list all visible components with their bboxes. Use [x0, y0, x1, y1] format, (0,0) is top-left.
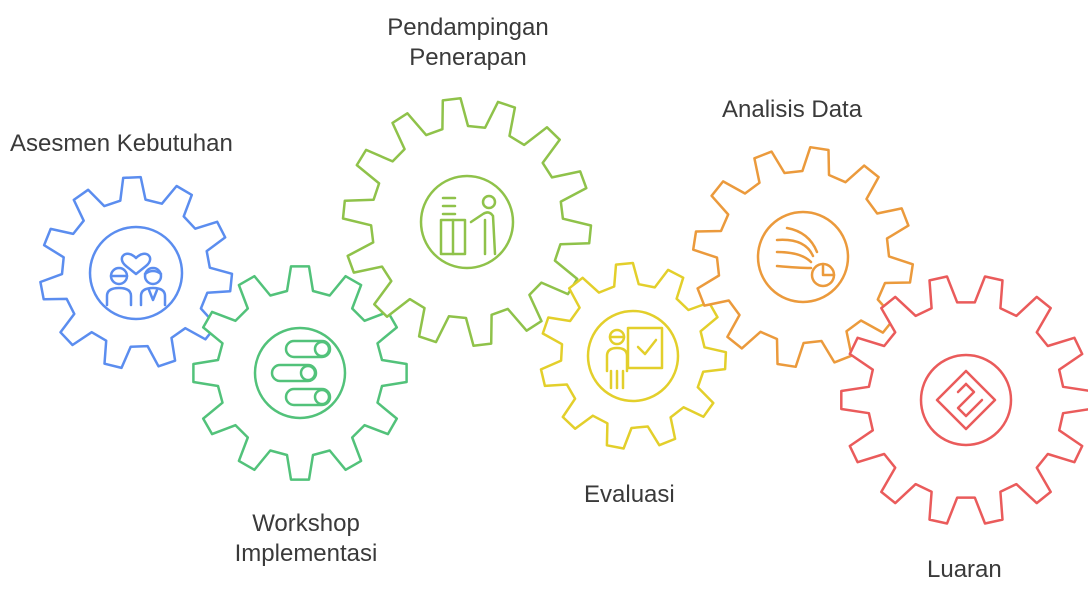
- toggle-bars-icon: [253, 326, 347, 420]
- data-flow-pie-icon: [756, 210, 850, 304]
- gear-evaluasi: [539, 261, 728, 450]
- people-heart-icon: [88, 225, 184, 321]
- label-line: Pendampingan: [387, 14, 549, 41]
- label-analisis-data: Analisis Data: [722, 95, 862, 125]
- label-pendampingan-penerapan: Pendampingan Penerapan: [368, 13, 568, 73]
- label-asesmen-kebutuhan: Asesmen Kebutuhan: [10, 129, 233, 159]
- label-line: Workshop: [252, 510, 360, 537]
- label-line: Implementasi: [234, 540, 378, 567]
- label-line: Luaran: [927, 556, 1002, 583]
- label-evaluasi: Evaluasi: [584, 480, 675, 510]
- label-line: Evaluasi: [584, 481, 675, 508]
- presenter-checkmark-icon: [586, 309, 680, 403]
- label-luaran: Luaran: [927, 555, 1002, 585]
- gear-pendampingan: [341, 96, 593, 348]
- label-line: Penerapan: [409, 44, 527, 71]
- label-line: Asesmen Kebutuhan: [10, 130, 233, 157]
- label-workshop-implementasi: Workshop Implementasi: [218, 509, 394, 569]
- diamond-logo-icon: [919, 353, 1013, 447]
- label-line: Analisis Data: [722, 96, 863, 123]
- mentor-desk-icon: [419, 174, 515, 270]
